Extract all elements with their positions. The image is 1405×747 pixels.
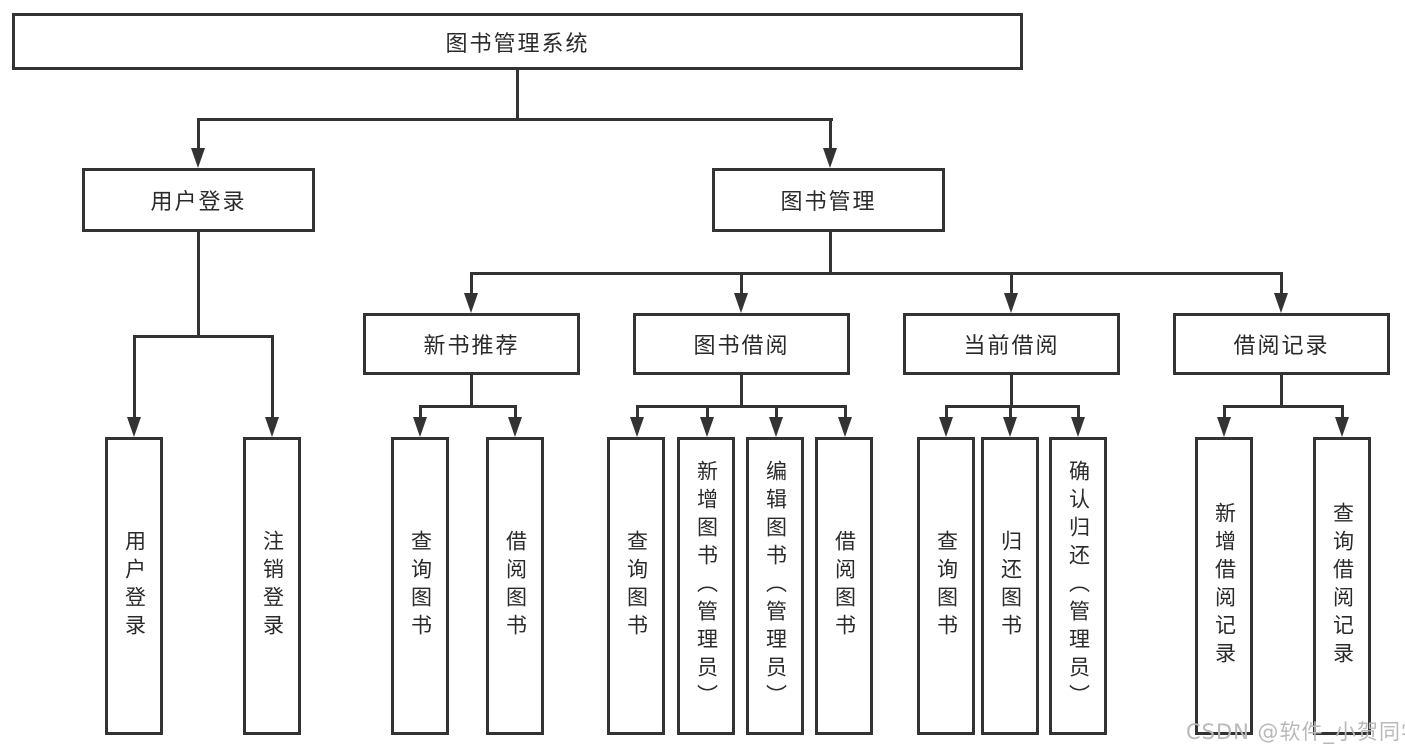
connector-vline (419, 405, 422, 419)
connector-vline (1077, 405, 1080, 419)
arrow-down-icon (734, 293, 748, 313)
connector-vline (1010, 272, 1013, 296)
leaf-label: 新增借阅记录 (1212, 502, 1237, 670)
node-user-login-label: 用户登录 (150, 190, 247, 215)
leaf-user-login-label: 用户登录 (122, 530, 147, 642)
leaf-label: 借阅图书 (832, 530, 857, 642)
arrow-down-icon (1004, 293, 1018, 313)
arrow-down-icon (127, 417, 141, 437)
connector-vline (271, 335, 274, 419)
connector-vline (133, 335, 136, 419)
node-book-mgmt: 图书管理 (712, 168, 945, 232)
connector-vline (1009, 405, 1012, 419)
leaf-label: 查询借阅记录 (1330, 502, 1355, 670)
leaf-label: 借阅图书 (503, 530, 528, 642)
arrow-down-icon (939, 417, 953, 437)
node-book-borrow: 图书借阅 (633, 313, 850, 375)
connector-hline (133, 335, 274, 338)
arrow-down-icon (630, 417, 644, 437)
leaf-label: 查询图书 (934, 530, 959, 642)
leaf-query-books-recommend: 查询图书 (391, 437, 449, 735)
connector-vline (829, 232, 832, 275)
connector-vline (775, 405, 778, 419)
leaf-label: 查询图书 (408, 530, 433, 642)
node-book-mgmt-label: 图书管理 (780, 190, 877, 215)
connector-vline (945, 405, 948, 419)
connector-vline (197, 232, 200, 338)
node-borrow-records-label: 借阅记录 (1233, 334, 1330, 359)
node-user-login: 用户登录 (82, 168, 315, 232)
leaf-query-books-current: 查询图书 (917, 437, 975, 735)
arrow-down-icon (1071, 417, 1085, 437)
node-root: 图书管理系统 (12, 13, 1023, 70)
connector-hline (1223, 405, 1343, 408)
arrow-down-icon (1217, 417, 1231, 437)
leaf-edit-books-admin: 编辑图书（管理员） (746, 437, 804, 735)
leaf-label: 确认归还（管理员） (1066, 460, 1091, 712)
leaf-borrow-books: 借阅图书 (815, 437, 873, 735)
arrow-down-icon (1274, 293, 1288, 313)
connector-vline (470, 375, 473, 408)
leaf-borrow-books-recommend: 借阅图书 (486, 437, 544, 735)
connector-vline (844, 405, 847, 419)
connector-vline (1223, 405, 1226, 419)
leaf-return-books: 归还图书 (981, 437, 1039, 735)
connector-hline (636, 405, 846, 408)
connector-vline (636, 405, 639, 419)
arrow-down-icon (1335, 417, 1349, 437)
leaf-logout-label: 注销登录 (260, 530, 285, 642)
node-new-book-recommend-label: 新书推荐 (423, 334, 520, 359)
leaf-label: 查询图书 (624, 530, 649, 642)
node-current-borrow-label: 当前借阅 (963, 334, 1060, 359)
leaf-confirm-return-admin: 确认归还（管理员） (1049, 437, 1107, 735)
node-borrow-records: 借阅记录 (1173, 313, 1390, 375)
leaf-label: 编辑图书（管理员） (763, 460, 788, 712)
node-root-label: 图书管理系统 (445, 31, 590, 57)
connector-vline (514, 405, 517, 419)
node-book-borrow-label: 图书借阅 (693, 334, 790, 359)
connector-vline (516, 70, 519, 121)
arrow-down-icon (464, 293, 478, 313)
arrow-down-icon (413, 417, 427, 437)
connector-vline (470, 272, 473, 296)
arrow-down-icon (508, 417, 522, 437)
node-new-book-recommend: 新书推荐 (363, 313, 580, 375)
connector-vline (197, 118, 200, 150)
connector-vline (740, 375, 743, 408)
arrow-down-icon (191, 148, 205, 168)
arrow-down-icon (700, 417, 714, 437)
arrow-down-icon (265, 417, 279, 437)
arrow-down-icon (1003, 417, 1017, 437)
connector-vline (1280, 272, 1283, 296)
leaf-query-books-borrow: 查询图书 (607, 437, 665, 735)
connector-vline (1280, 375, 1283, 408)
leaf-add-borrow-record: 新增借阅记录 (1195, 437, 1253, 735)
connector-vline (706, 405, 709, 419)
connector-hline (470, 272, 1283, 275)
connector-hline (419, 405, 516, 408)
leaf-label: 新增图书（管理员） (694, 460, 719, 712)
connector-hline (197, 118, 833, 121)
connector-vline (829, 118, 832, 150)
csdn-watermark: CSDN @软件_小贺同学 (1186, 720, 1405, 744)
leaf-logout: 注销登录 (243, 437, 301, 735)
arrow-down-icon (838, 417, 852, 437)
connector-vline (740, 272, 743, 296)
connector-hline (945, 405, 1080, 408)
arrow-down-icon (769, 417, 783, 437)
leaf-label: 归还图书 (998, 530, 1023, 642)
arrow-down-icon (823, 148, 837, 168)
connector-vline (1010, 375, 1013, 408)
leaf-add-books-admin: 新增图书（管理员） (677, 437, 735, 735)
connector-vline (1341, 405, 1344, 419)
leaf-query-borrow-record: 查询借阅记录 (1313, 437, 1371, 735)
leaf-user-login: 用户登录 (105, 437, 163, 735)
node-current-borrow: 当前借阅 (903, 313, 1120, 375)
